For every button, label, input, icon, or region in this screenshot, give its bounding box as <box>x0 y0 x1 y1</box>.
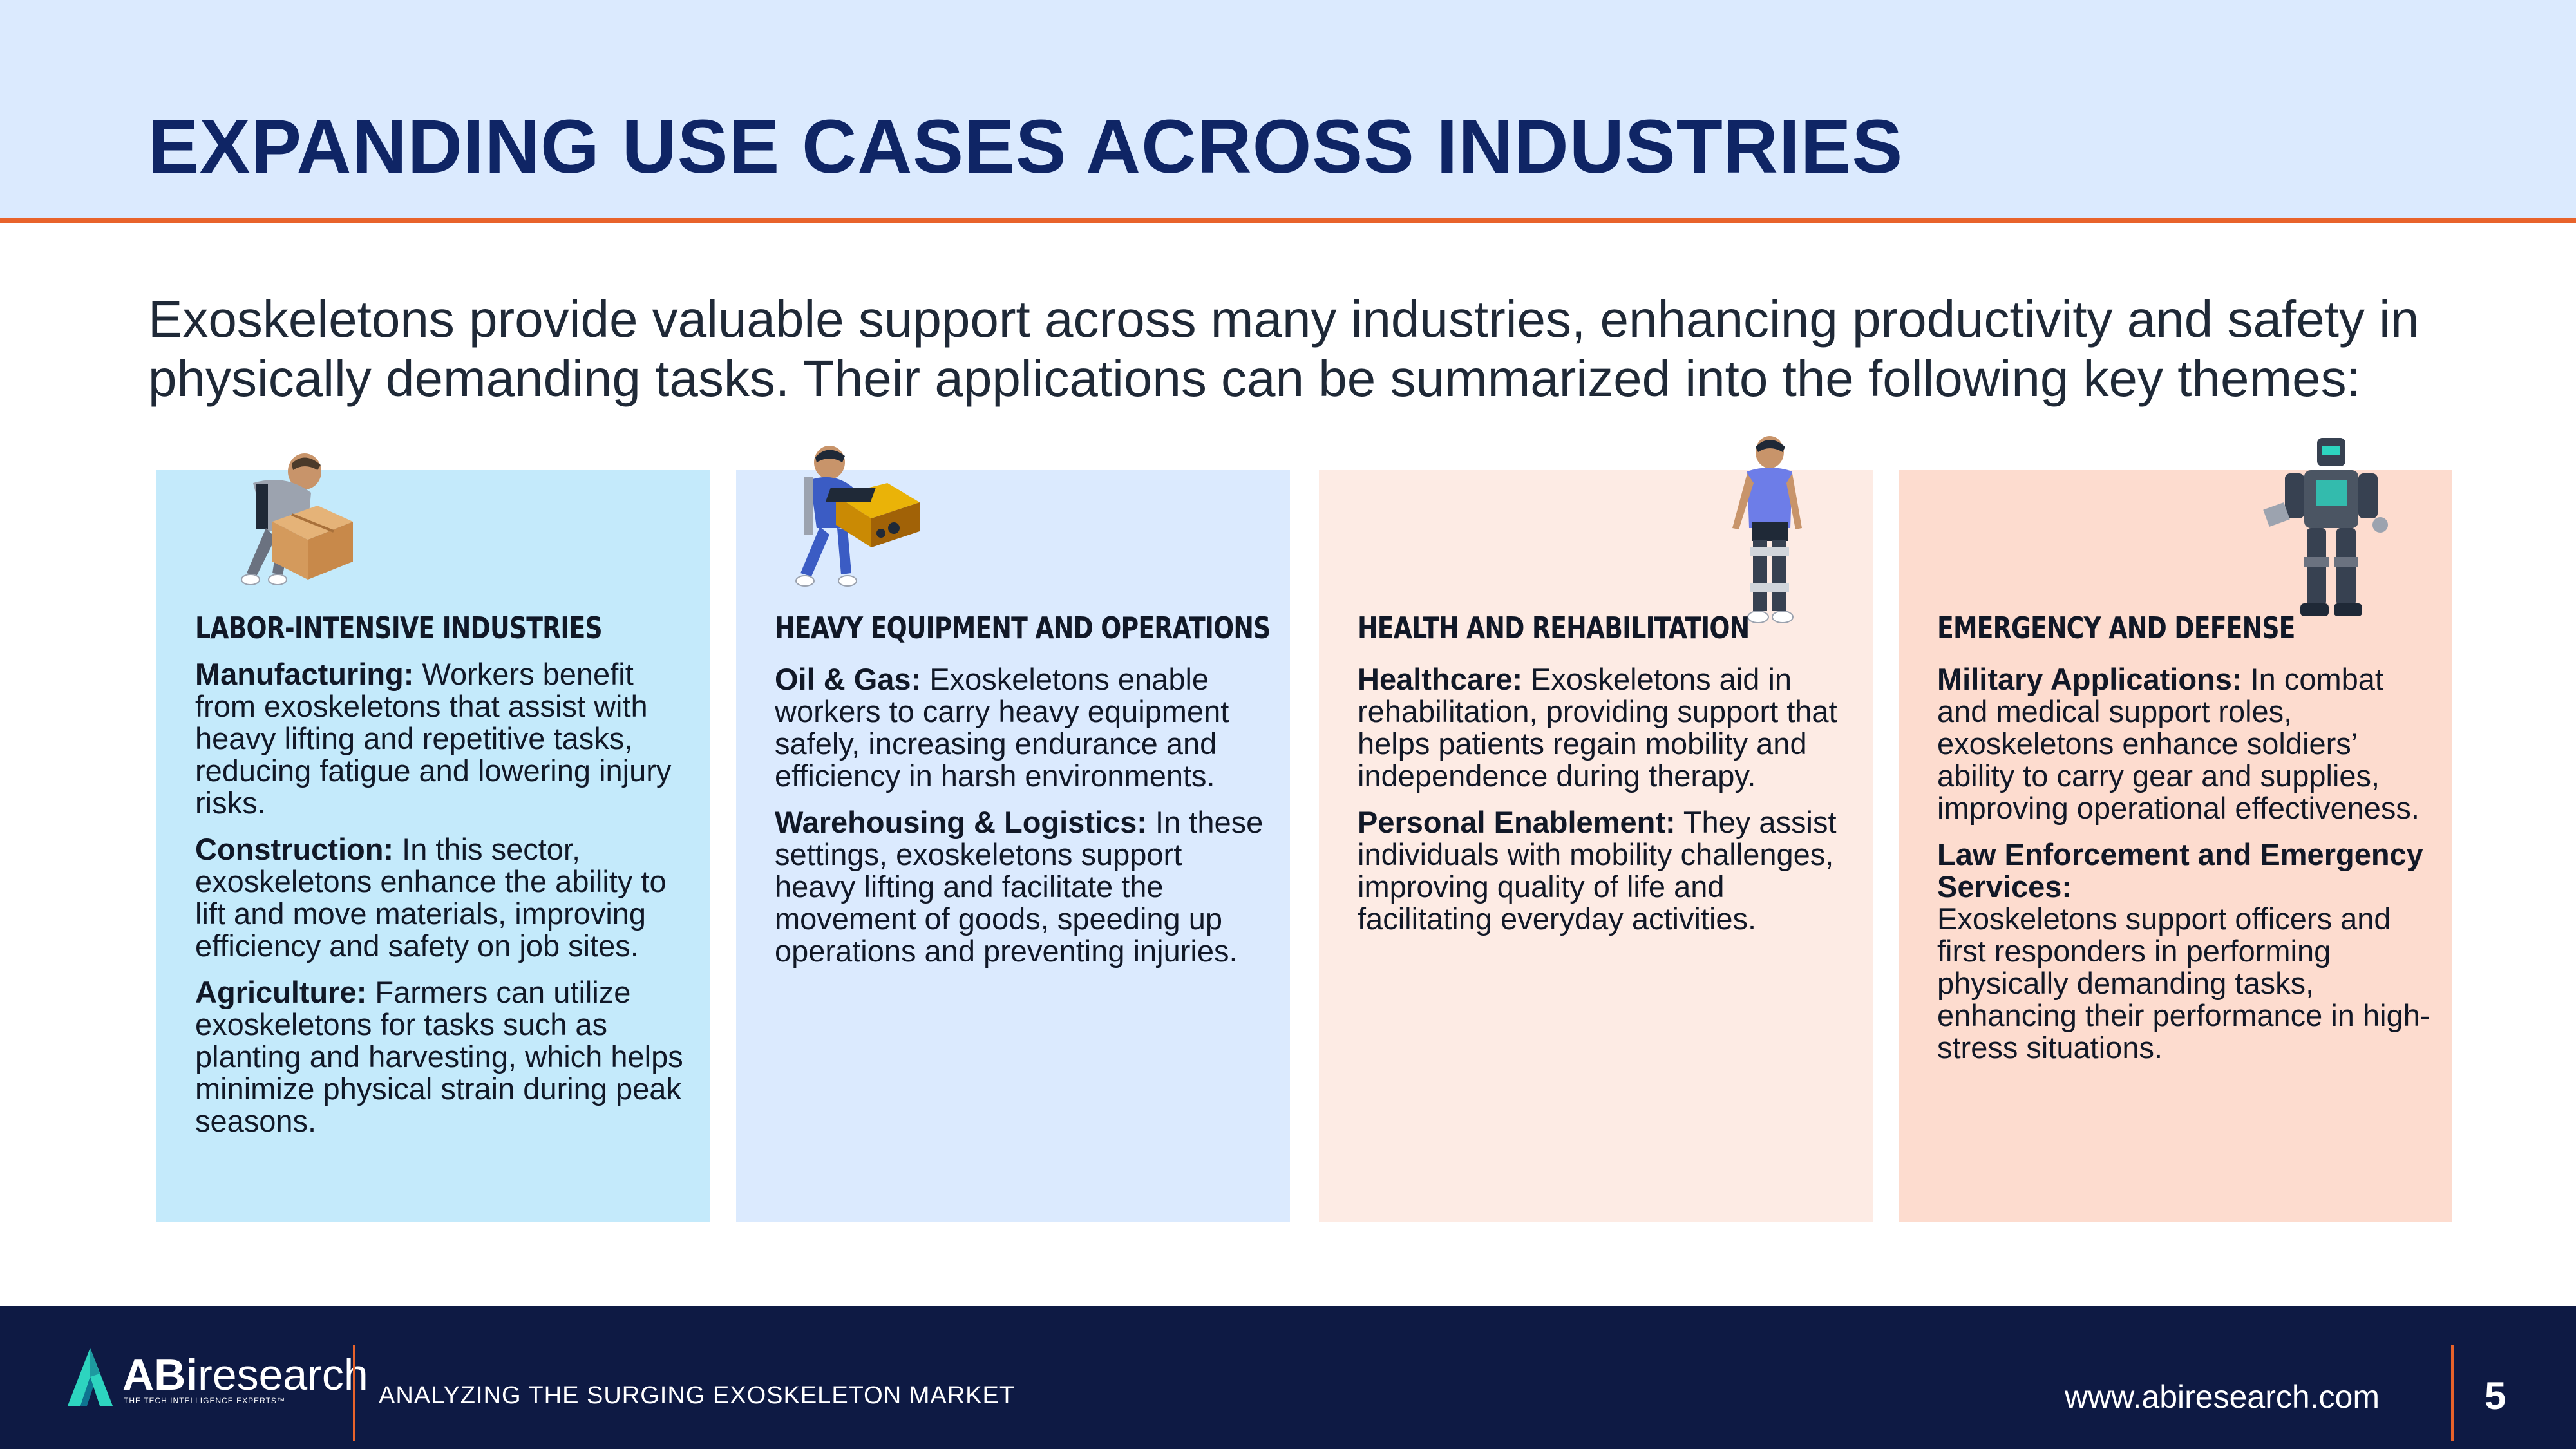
use-case-text: In this sector, exoskeletons enhance the… <box>195 832 667 963</box>
page-title: EXPANDING USE CASES ACROSS INDUSTRIES <box>148 104 1904 189</box>
use-case-label: Oil & Gas: <box>775 662 922 696</box>
logo-brand: ABi <box>122 1350 198 1399</box>
card-health-rehabilitation: HEALTH AND REHABILITATION Healthcare: Ex… <box>1319 436 1873 1222</box>
use-case-label: Healthcare: <box>1358 662 1522 696</box>
page-number: 5 <box>2485 1374 2506 1417</box>
card-labor-intensive: LABOR-INTENSIVE INDUSTRIES Manufacturing… <box>156 453 710 1222</box>
footer-band: ABiresearch THE TECH INTELLIGENCE EXPERT… <box>0 1306 2576 1449</box>
use-case-paragraph: Personal Enablement: They assist individ… <box>1358 806 1853 935</box>
footer-divider <box>353 1345 355 1441</box>
use-case-label: Military Applications: <box>1937 662 2242 696</box>
logo-wordmark: ABiresearch <box>122 1350 368 1400</box>
soldier-robot-suit-icon <box>2263 438 2388 616</box>
use-case-paragraph: Law Enforcement and Emergency Services: … <box>1937 838 2433 1064</box>
card-heavy-equipment: HEAVY EQUIPMENT AND OPERATIONS Oil & Gas… <box>736 446 1290 1222</box>
footer-divider <box>2451 1345 2454 1441</box>
use-case-text: In these settings, exoskeletons support … <box>775 805 1264 968</box>
use-case-paragraph: Oil & Gas: Exoskeletons enable workers t… <box>775 663 1271 792</box>
use-case-text: Workers benefit from exoskeletons that a… <box>195 657 672 820</box>
logo-brand-rest: research <box>198 1350 368 1399</box>
card-title: LABOR-INTENSIVE INDUSTRIES <box>195 611 603 645</box>
use-case-text: They assist individuals with mobility ch… <box>1358 805 1837 936</box>
use-case-label: Warehousing & Logistics: <box>775 805 1147 839</box>
use-case-label: Agriculture: <box>195 975 367 1009</box>
use-case-label: Law Enforcement and Emergency Services: <box>1937 837 2423 904</box>
use-case-text: Exoskeletons enable workers to carry hea… <box>775 662 1229 793</box>
card-title: EMERGENCY AND DEFENSE <box>1937 611 2295 645</box>
card-title: HEAVY EQUIPMENT AND OPERATIONS <box>775 611 1271 645</box>
use-case-label: Construction: <box>195 832 394 866</box>
website-link[interactable]: www.abiresearch.com <box>2064 1379 2380 1415</box>
use-case-text: In combat and medical support roles, exo… <box>1937 662 2420 825</box>
intro-text: Exoskeletons provide valuable support ac… <box>148 290 2420 407</box>
abi-research-logo: ABiresearch THE TECH INTELLIGENCE EXPERT… <box>64 1345 368 1416</box>
footer-subtitle: ANALYZING THE SURGING EXOSKELETON MARKET <box>379 1382 1016 1409</box>
abi-logo-mark-icon <box>68 1348 113 1406</box>
use-case-paragraph: Agriculture: Farmers can utilize exoskel… <box>195 976 691 1137</box>
use-case-paragraph: Construction: In this sector, exoskeleto… <box>195 833 691 962</box>
use-case-label: Manufacturing: <box>195 657 414 691</box>
use-case-paragraph: Manufacturing: Workers benefit from exos… <box>195 658 691 819</box>
worker-carrying-engine-icon <box>795 446 920 587</box>
use-case-text: Exoskeletons support officers and first … <box>1937 902 2430 1065</box>
use-case-text: Farmers can utilize exoskeletons for tas… <box>195 975 683 1138</box>
card-emergency-defense: EMERGENCY AND DEFENSE Military Applicati… <box>1899 438 2452 1222</box>
card-body: Healthcare: Exoskeletons aid in rehabili… <box>1358 663 1853 949</box>
header-band: EXPANDING USE CASES ACROSS INDUSTRIES <box>0 0 2576 223</box>
card-body: Oil & Gas: Exoskeletons enable workers t… <box>775 663 1271 981</box>
worker-lifting-box-icon <box>241 453 353 585</box>
use-case-label: Personal Enablement: <box>1358 805 1676 839</box>
use-case-paragraph: Healthcare: Exoskeletons aid in rehabili… <box>1358 663 1853 792</box>
patient-leg-exoskeleton-icon <box>1732 436 1802 623</box>
use-case-paragraph: Warehousing & Logistics: In these settin… <box>775 806 1271 967</box>
use-case-paragraph: Military Applications: In combat and med… <box>1937 663 2433 824</box>
card-title: HEALTH AND REHABILITATION <box>1358 611 1750 645</box>
card-body: Military Applications: In combat and med… <box>1937 663 2433 1078</box>
use-case-text: Exoskeletons aid in rehabilitation, prov… <box>1358 662 1837 793</box>
card-body: Manufacturing: Workers benefit from exos… <box>195 658 691 1151</box>
logo-tagline: THE TECH INTELLIGENCE EXPERTS™ <box>124 1396 285 1405</box>
